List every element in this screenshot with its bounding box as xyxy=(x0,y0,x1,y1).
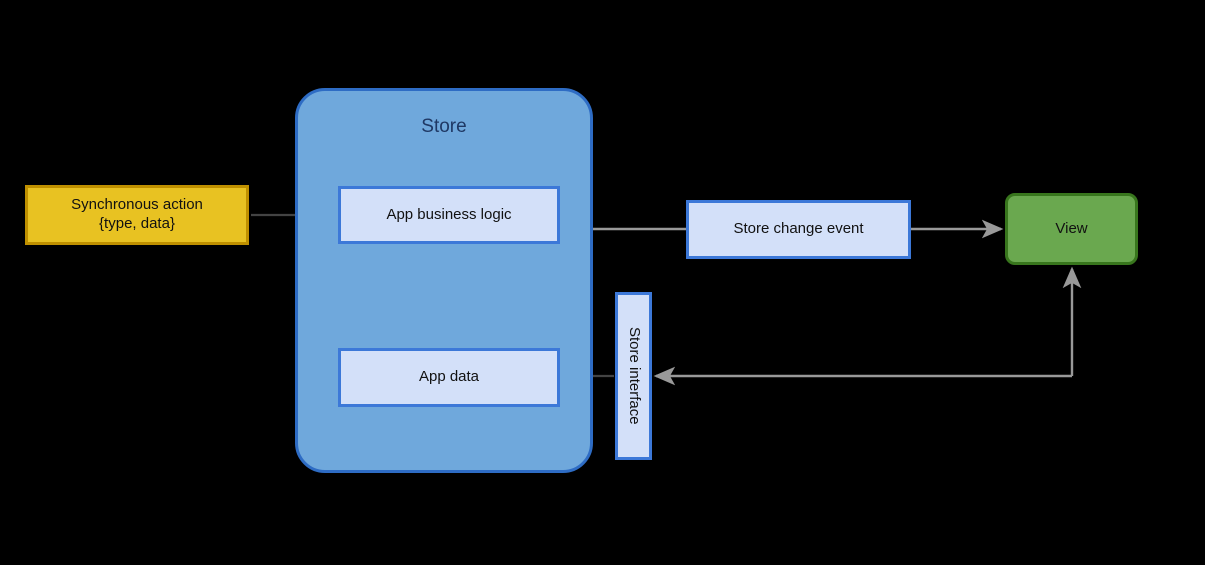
store-title: Store xyxy=(421,116,467,137)
node-store-interface[interactable]: Store interface xyxy=(615,292,652,460)
node-app-business-logic[interactable]: App business logic xyxy=(338,186,560,244)
node-view[interactable]: View xyxy=(1005,193,1138,265)
app-data-label: App data xyxy=(418,368,480,386)
node-app-data[interactable]: App data xyxy=(338,348,560,407)
node-store-change-event[interactable]: Store change event xyxy=(686,200,911,259)
store-container[interactable]: Store xyxy=(295,88,593,473)
node-synchronous-action[interactable]: Synchronous action {type, data} xyxy=(25,185,249,245)
synchronous-action-line1: Synchronous action xyxy=(71,196,203,214)
app-business-logic-label: App business logic xyxy=(386,205,512,223)
synchronous-action-line2: {type, data} xyxy=(99,215,175,232)
store-change-event-label: Store change event xyxy=(733,220,864,238)
store-interface-label: Store interface xyxy=(625,327,643,425)
view-label: View xyxy=(1055,219,1088,237)
